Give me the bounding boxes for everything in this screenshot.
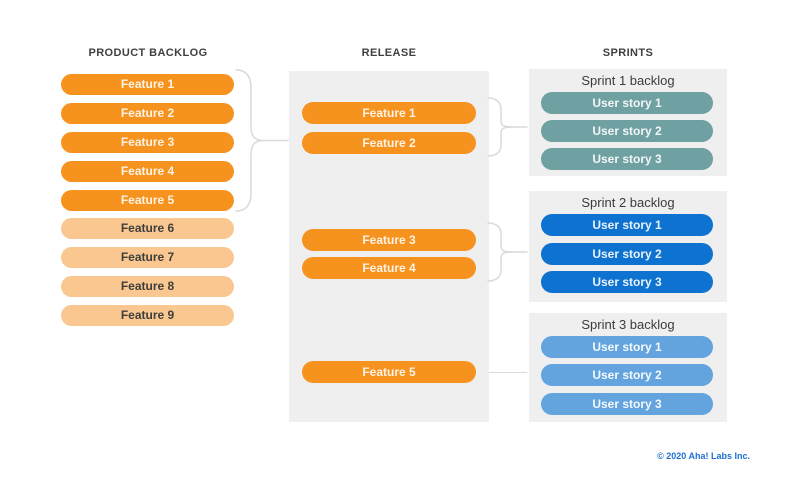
feature-pill: Feature 1 — [61, 74, 234, 95]
column-title-sprints: SPRINTS — [602, 47, 654, 59]
column-title-release: RELEASE — [361, 47, 417, 59]
brace-connector-release-to-sprint2 — [487, 222, 528, 282]
line-connector-release-to-sprint3 — [489, 372, 527, 373]
feature-pill: Feature 6 — [61, 218, 234, 239]
release-feature-pill: Feature 4 — [302, 257, 476, 279]
sprint-3-backlog-label: Sprint 3 backlog — [581, 317, 675, 332]
user-story-pill: User story 1 — [541, 336, 713, 358]
sprint-2-backlog-label: Sprint 2 backlog — [581, 195, 675, 210]
user-story-pill: User story 3 — [541, 393, 713, 415]
user-story-pill: User story 2 — [541, 120, 713, 142]
user-story-pill: User story 3 — [541, 148, 713, 170]
user-story-pill: User story 1 — [541, 92, 713, 114]
release-feature-pill: Feature 5 — [302, 361, 476, 383]
sprint-1-backlog-label: Sprint 1 backlog — [581, 73, 675, 88]
user-story-pill: User story 3 — [541, 271, 713, 293]
brace-connector-release-to-sprint1 — [487, 97, 528, 157]
feature-pill: Feature 9 — [61, 305, 234, 326]
release-feature-pill: Feature 1 — [302, 102, 476, 124]
feature-pill: Feature 5 — [61, 190, 234, 211]
feature-pill: Feature 4 — [61, 161, 234, 182]
release-feature-pill: Feature 3 — [302, 229, 476, 251]
feature-pill: Feature 3 — [61, 132, 234, 153]
user-story-pill: User story 2 — [541, 243, 713, 265]
brace-connector-backlog-to-release — [235, 69, 289, 212]
release-feature-pill: Feature 2 — [302, 132, 476, 154]
feature-pill: Feature 8 — [61, 276, 234, 297]
copyright-text: © 2020 Aha! Labs Inc. — [657, 451, 750, 461]
user-story-pill: User story 1 — [541, 214, 713, 236]
column-title-product-backlog: PRODUCT BACKLOG — [88, 47, 208, 59]
feature-pill: Feature 2 — [61, 103, 234, 124]
feature-pill: Feature 7 — [61, 247, 234, 268]
user-story-pill: User story 2 — [541, 364, 713, 386]
